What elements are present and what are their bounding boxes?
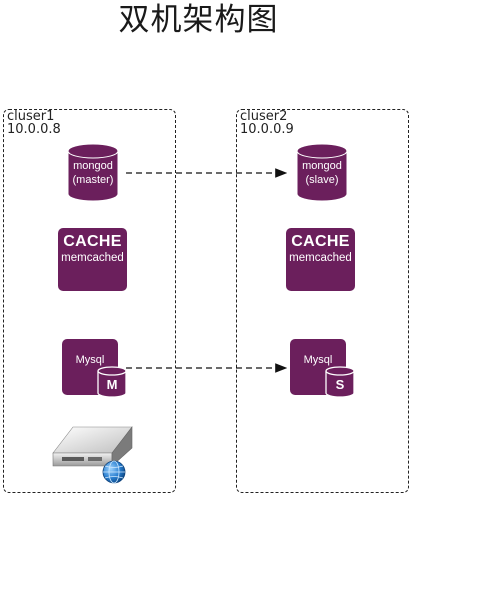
- cache-subtitle: memcached: [289, 252, 352, 264]
- mongod-master-icon: [67, 143, 119, 202]
- mysql-slave-label: Mysql: [303, 354, 333, 366]
- mysql-master-label: Mysql: [75, 354, 105, 366]
- cluster-2-name: cluser2: [240, 109, 288, 124]
- cluster-1-name: cluser1: [7, 109, 55, 124]
- cache-title: CACHE: [63, 233, 122, 250]
- mongod-master-name: mongod: [73, 160, 113, 172]
- diagram-title: 双机架构图: [118, 2, 279, 38]
- cluster-1-frame: [3, 109, 176, 493]
- cache-subtitle: memcached: [61, 252, 124, 264]
- cache-node-2: CACHE memcached: [286, 228, 355, 291]
- mongod-slave-label: mongod (slave): [297, 159, 347, 187]
- mongod-slave-role: (slave): [305, 174, 339, 186]
- mongod-master-label: mongod (master): [68, 159, 118, 187]
- cluster-2-frame: [236, 109, 409, 493]
- cache-title: CACHE: [291, 233, 350, 250]
- mongod-slave-name: mongod: [302, 160, 342, 172]
- mysql-slave-badge-text: S: [335, 377, 345, 392]
- mysql-master-badge-text: M: [106, 377, 118, 392]
- cluster-2-ip: 10.0.0.9: [240, 122, 294, 137]
- server-icon: [52, 426, 133, 467]
- cluster-1-ip: 10.0.0.8: [7, 122, 61, 137]
- globe-icon: [102, 460, 126, 484]
- mongod-master-role: (master): [72, 174, 114, 186]
- mongod-slave-icon: [296, 143, 348, 202]
- cache-node-1: CACHE memcached: [58, 228, 127, 291]
